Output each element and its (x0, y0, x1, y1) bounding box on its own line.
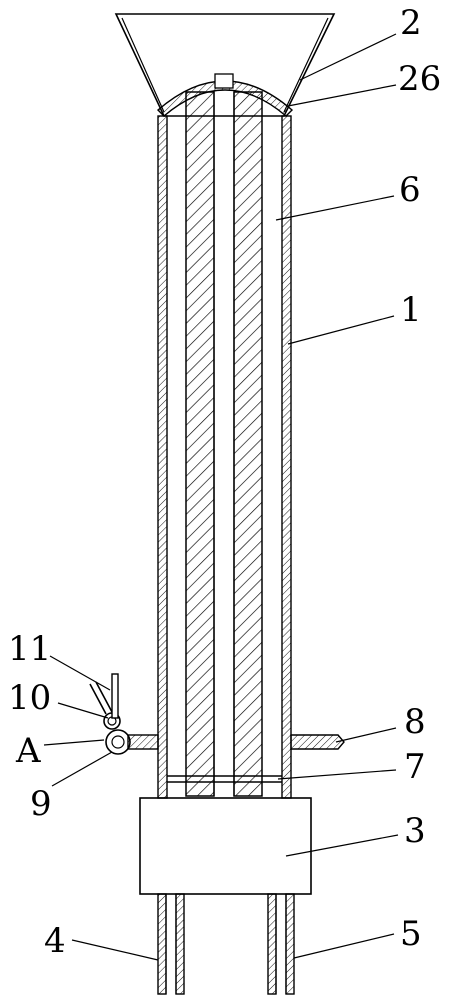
arch-cap (156, 73, 294, 117)
label-26: 26 (398, 59, 441, 99)
label-7: 7 (404, 747, 426, 787)
ring-band (167, 775, 282, 783)
label-4: 4 (44, 921, 66, 961)
leader-lines (43, 33, 399, 961)
legs (157, 893, 295, 995)
valve-assembly (89, 673, 131, 755)
base-box (139, 797, 312, 895)
label-2: 2 (400, 3, 422, 43)
side-pipes (127, 734, 345, 750)
label-8: 8 (404, 702, 426, 742)
label-11: 11 (8, 629, 51, 669)
funnel (114, 13, 336, 117)
label-A: A (15, 731, 41, 771)
label-9: 9 (30, 784, 52, 824)
outer-pipe (157, 115, 292, 799)
label-10: 10 (8, 678, 51, 718)
label-3: 3 (404, 811, 426, 851)
label-1: 1 (400, 290, 422, 330)
label-5: 5 (400, 914, 422, 954)
callout-labels: 2 26 6 1 11 10 A 9 8 7 3 4 5 (8, 3, 441, 961)
inner-rods (185, 91, 263, 797)
label-6: 6 (399, 170, 421, 210)
